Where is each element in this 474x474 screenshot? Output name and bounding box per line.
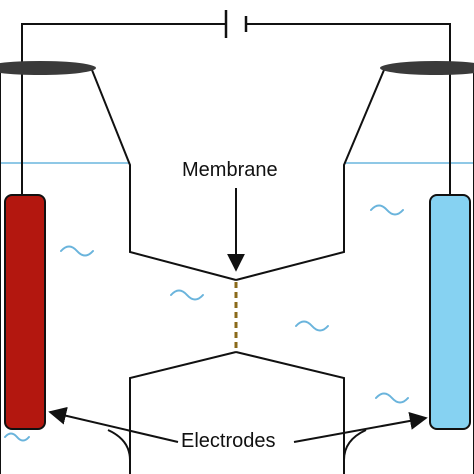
membrane-label: Membrane — [182, 159, 278, 181]
electrodes-arrow-right — [293, 412, 428, 443]
left-stopper — [0, 61, 96, 75]
electrodes-label: Electrodes — [181, 430, 276, 452]
vessel-outline — [0, 69, 474, 474]
wire-left — [21, 23, 226, 196]
right-neck-left-wall — [235, 69, 385, 281]
left-bowl-edge — [107, 429, 131, 461]
water-ripples — [4, 204, 409, 442]
annotation-arrows — [48, 188, 428, 443]
ripple-icon — [60, 245, 94, 257]
right-bowl-edge — [343, 429, 367, 461]
ripple-icon — [370, 204, 404, 216]
ripple-icon — [4, 432, 30, 442]
ripple-icon — [375, 392, 409, 404]
right-lower-chamber — [235, 351, 345, 474]
anode-electrode — [4, 194, 46, 430]
ripple-icon — [295, 320, 329, 332]
cathode-electrode — [429, 194, 471, 430]
electrodes-arrow-left — [48, 406, 179, 443]
left-lower-chamber — [129, 351, 237, 474]
left-neck-right-wall — [91, 69, 237, 281]
ripple-icon — [170, 289, 204, 301]
circuit-wire — [21, 23, 451, 196]
right-stopper — [380, 61, 474, 75]
power-source-icon — [224, 10, 248, 38]
wire-right — [246, 23, 451, 196]
